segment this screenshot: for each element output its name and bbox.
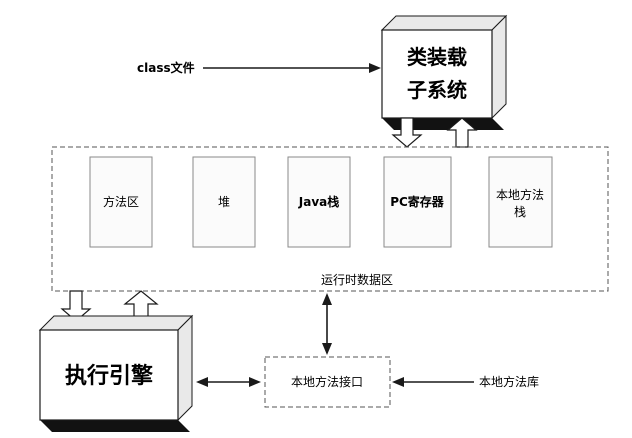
class-file-label: class文件 (137, 60, 195, 75)
execution-engine-right-face (177, 314, 193, 422)
execution-engine-front-face (39, 329, 179, 421)
pc-register-box (383, 156, 452, 248)
arrow-head-left-icon (196, 377, 208, 387)
native-method-stack-label-line2: 栈 (514, 204, 526, 219)
runtime-data-area-label: 运行时数据区 (321, 272, 393, 287)
arrow-head-down-icon (322, 343, 332, 355)
heap-box (192, 156, 256, 248)
native-interface-border (264, 356, 391, 408)
native-method-stack-label-line1: 本地方法 (496, 187, 544, 202)
pc-register-label: PC寄存器 (390, 194, 445, 209)
native-library-label: 本地方法库 (479, 374, 539, 389)
arrow-head-right-icon (249, 377, 261, 387)
class-loader-top-face (380, 15, 508, 31)
block-arrow-down-runtime-to-engine-icon (60, 290, 92, 322)
execution-engine-box: 执行引擎 (38, 314, 194, 432)
method-area-box (89, 156, 153, 248)
arrow-classfile-to-loader-icon (203, 63, 381, 73)
class-loader-shadow (382, 118, 504, 130)
java-stack-box (287, 156, 351, 248)
heap-label: 堆 (218, 195, 230, 209)
arrow-head-up-icon (322, 293, 332, 305)
class-loader-box: 类装载 子系统 (380, 14, 508, 130)
execution-engine-shadow (40, 420, 190, 432)
native-interface-box: 本地方法接口 (264, 356, 391, 408)
native-method-stack-box (488, 156, 553, 248)
class-loader-label-line1: 类装载 (407, 45, 467, 69)
class-loader-label-line2: 子系统 (407, 78, 467, 102)
block-arrow-up-runtime-to-loader-icon (446, 117, 478, 148)
class-loader-right-face (491, 14, 507, 120)
arrow-engine-native-interface-icon (196, 377, 261, 387)
arrow-head-icon (369, 63, 381, 73)
execution-engine-top-face (38, 315, 194, 331)
runtime-data-area: 方法区 堆 Java栈 PC寄存器 本地方法 栈 运行时数据区 (51, 146, 609, 292)
java-stack-label: Java栈 (298, 194, 339, 209)
arrow-library-to-interface-icon (392, 377, 474, 387)
runtime-data-area-border (51, 146, 609, 292)
method-area-label: 方法区 (103, 194, 139, 209)
arrow-head-icon (392, 377, 404, 387)
block-arrow-down-loader-to-runtime-icon (391, 117, 423, 148)
execution-engine-label: 执行引擎 (65, 363, 153, 389)
class-loader-front-face (381, 29, 493, 119)
arrow-runtime-native-interface-icon (322, 293, 332, 355)
native-interface-label: 本地方法接口 (291, 374, 363, 389)
